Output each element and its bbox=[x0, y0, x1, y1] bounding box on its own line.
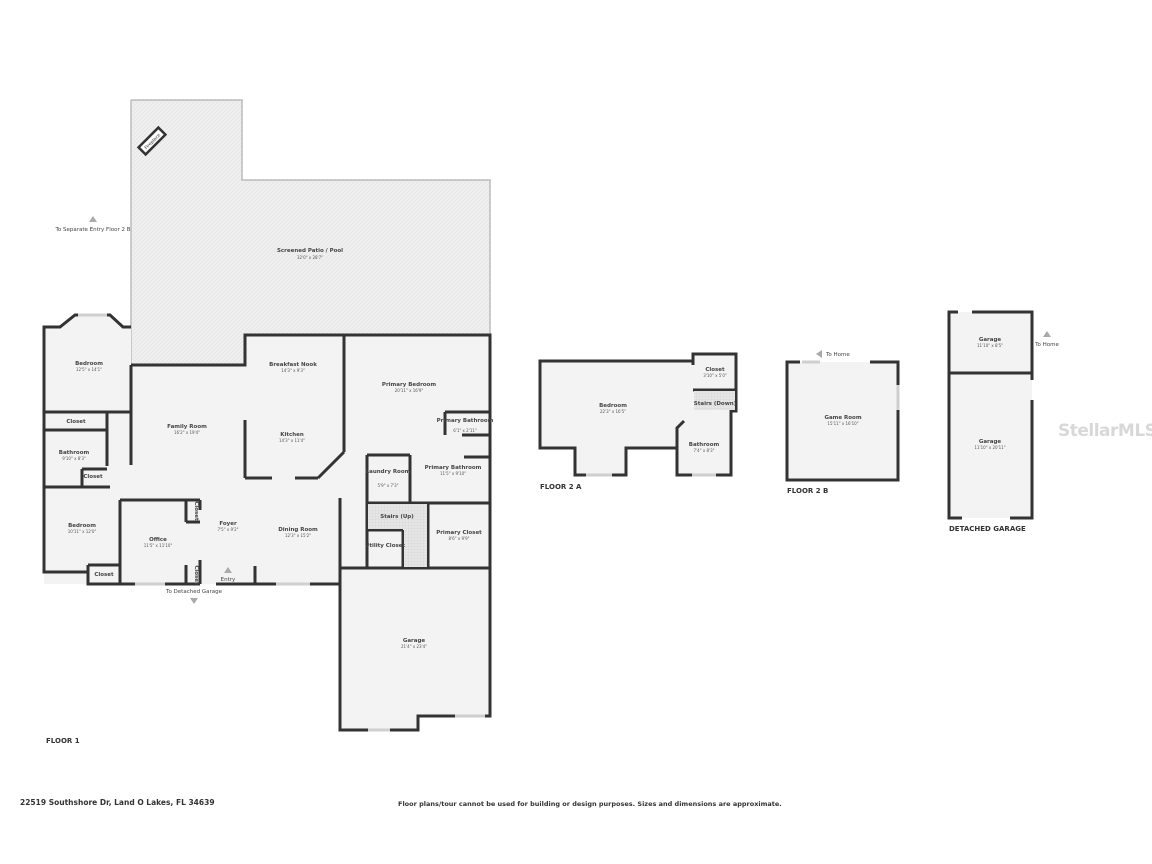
arrow-left-icon bbox=[816, 350, 822, 358]
room-dim: 11'5" x 11'10" bbox=[144, 543, 173, 548]
arrow-up-icon bbox=[89, 216, 97, 222]
watermark-logo: StellarMLS bbox=[1058, 421, 1152, 441]
arrow-down-icon bbox=[190, 598, 198, 604]
floor-label: FLOOR 2 B bbox=[787, 487, 828, 495]
room-name: Foyer bbox=[219, 521, 237, 527]
room-name: Closet bbox=[193, 501, 199, 521]
room-name: Family Room bbox=[167, 424, 207, 430]
room-name: Closet bbox=[193, 565, 199, 585]
room-name: Bedroom bbox=[599, 403, 627, 409]
room-dim: 15'11" x 16'10" bbox=[827, 421, 858, 426]
room-name: Garage bbox=[979, 337, 1002, 343]
room-dim: 7'4" x 8'3" bbox=[694, 448, 715, 453]
room-dim: 3'10" x 5'0" bbox=[703, 373, 727, 378]
patio-screen bbox=[130, 99, 491, 365]
room-dim: 14'3" x 9'3" bbox=[281, 368, 305, 373]
room-name: Bedroom bbox=[75, 361, 103, 367]
room-name: Primary Bedroom bbox=[382, 382, 436, 388]
room-dim: 20'11" x 16'9" bbox=[395, 388, 424, 393]
separate-entry-note: To Separate Entry Floor 2 B bbox=[54, 227, 130, 233]
room-name: Stairs (Down) bbox=[694, 401, 737, 407]
room-dim: 8'6" x 9'9" bbox=[449, 536, 470, 541]
stairs-up bbox=[368, 504, 427, 529]
floor-2b bbox=[785, 360, 900, 482]
room-dim: 12'5" x 14'1" bbox=[76, 367, 102, 372]
room-name: Office bbox=[149, 537, 167, 543]
room-name: Stairs (Up) bbox=[380, 514, 414, 520]
entry-note: Entry bbox=[221, 577, 236, 583]
arrow-up-icon bbox=[224, 567, 232, 573]
room-name: Primary Bathroom bbox=[425, 465, 482, 471]
room-name: Closet bbox=[705, 367, 725, 373]
patio-area bbox=[131, 100, 490, 365]
floor-label: DETACHED GARAGE bbox=[949, 525, 1026, 533]
room-name: Bedroom bbox=[68, 523, 96, 529]
room-dim: 6'1" x 2'11" bbox=[453, 428, 477, 433]
room-dim: 9'10" x 8'3" bbox=[62, 456, 86, 461]
room-name: Bathroom bbox=[689, 442, 720, 448]
room-dim: 14'3" x 11'4" bbox=[279, 438, 305, 443]
room-dim: 10'11" x 12'0" bbox=[68, 529, 97, 534]
room-name: Primary Bathroom bbox=[437, 418, 494, 424]
stairs-down bbox=[694, 391, 735, 410]
arrow-up-icon bbox=[1043, 331, 1051, 337]
room-name: Primary Closet bbox=[436, 530, 482, 536]
room-name: Kitchen bbox=[280, 432, 304, 438]
to-home-note: To Home bbox=[825, 352, 850, 358]
room-name: Dining Room bbox=[278, 527, 318, 533]
floor-1: Fireplace bbox=[42, 99, 492, 732]
room-dim: 32'0" x 28'7" bbox=[297, 255, 323, 260]
floor-label: FLOOR 1 bbox=[46, 737, 80, 745]
room-dim: 22'3" x 16'5" bbox=[600, 409, 626, 414]
room-name: Game Room bbox=[824, 415, 861, 421]
address: 22519 Southshore Dr, Land O Lakes, FL 34… bbox=[20, 798, 215, 807]
floor-label: FLOOR 2 A bbox=[540, 483, 582, 491]
room-dim: 11'10" x 20'11" bbox=[974, 445, 1005, 450]
room-name: Garage bbox=[403, 638, 426, 644]
to-home-note: To Home bbox=[1034, 342, 1059, 348]
room-name: Closet bbox=[83, 474, 103, 480]
room-name: Garage bbox=[979, 439, 1002, 445]
room-name: Closet bbox=[94, 572, 114, 578]
room-dim: 5'9" x 7'3" bbox=[378, 483, 399, 488]
floor-2a bbox=[538, 352, 738, 477]
room-name: Utility Closet bbox=[365, 543, 406, 549]
room-dim: 11'5" x 9'10" bbox=[440, 471, 466, 476]
room-name: Laundry Room bbox=[366, 469, 411, 475]
room-name: Screened Patio / Pool bbox=[277, 248, 343, 254]
disclaimer: Floor plans/tour cannot be used for buil… bbox=[398, 800, 782, 808]
room-dim: 12'3" x 15'2" bbox=[285, 533, 311, 538]
room-name: Bathroom bbox=[59, 450, 90, 456]
room-dim: 16'2" x 19'4" bbox=[174, 430, 200, 435]
room-name: Breakfast Nook bbox=[269, 362, 317, 368]
room-dim: 11'10" x 8'5" bbox=[977, 343, 1003, 348]
notes: To Separate Entry Floor 2 B Entry To Det… bbox=[46, 216, 1060, 745]
detached-garage bbox=[947, 310, 1034, 520]
room-name: Closet bbox=[66, 419, 86, 425]
room-dim: 21'4" x 23'4" bbox=[401, 644, 427, 649]
detached-garage-note: To Detached Garage bbox=[165, 589, 223, 595]
room-dim: 7'5" x 9'2" bbox=[218, 527, 239, 532]
